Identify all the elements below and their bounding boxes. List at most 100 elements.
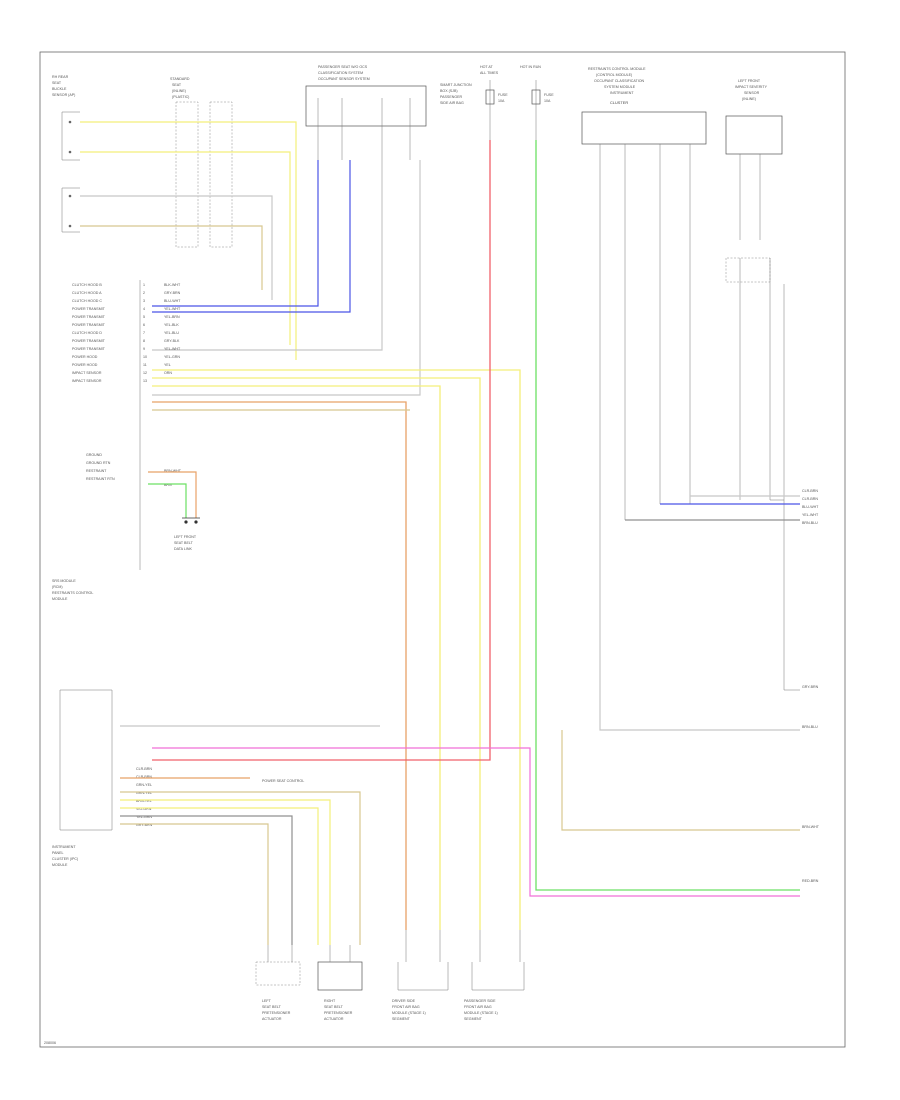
restraint-module-label-line: INSTRUMENT xyxy=(610,91,634,95)
sjb-label-line: PASSENGER xyxy=(440,95,463,99)
ground-caption-line: LEFT FRONT xyxy=(174,535,197,539)
seat-sensor-label-line: RH REAR xyxy=(52,75,69,79)
rcm-wire-label: YEL-WHT xyxy=(164,347,181,351)
seat-sensor-label: RH REAR SEAT BUCKLE SENSOR (AP) xyxy=(52,75,75,97)
rcm-harness-wires xyxy=(152,369,521,930)
rcm-caption-line: MODULE xyxy=(52,597,68,601)
inline-connector-label: STANDARD SEAT (INLINE) (PLASTIC) xyxy=(170,77,190,99)
footer-id: 208006 xyxy=(44,1041,56,1045)
driver-airbag-caption: SEGMENT xyxy=(392,1017,411,1021)
actuator-right-caption: ACTUATOR xyxy=(324,1017,344,1021)
occupant-module-pins xyxy=(317,98,411,160)
restraint-module-label: RESTRAINTS CONTROL MODULE (CONTROL MODUL… xyxy=(588,67,646,105)
ground-symbol xyxy=(182,517,200,524)
lower-pin-label: CLR-BRN xyxy=(136,775,152,779)
fuse-a: FUSE 10A xyxy=(485,80,508,140)
left-impact-sensor-box xyxy=(725,115,783,155)
restraint-module-label-line: CLUSTER xyxy=(610,100,628,105)
sjb-label-line: SMART JUNCTION xyxy=(440,83,472,87)
lower-module-caption-line: CLUSTER (IPC) xyxy=(52,857,78,861)
passenger-airbag-caption: FRONT AIR BAG xyxy=(464,1005,492,1009)
rcm-pin-label: POWER TRANSMIT xyxy=(72,339,106,343)
rcm-wire-label: ORN xyxy=(164,371,172,375)
passenger-airbag-caption: PASSENGER SIDE xyxy=(464,999,496,1003)
rcm-pin-label: POWER TRANSMIT xyxy=(72,315,106,319)
actuator-right: RIGHT SEAT BELT PRETENSIONER ACTUATOR xyxy=(317,961,363,1021)
rcm-wire-label: GRY-BRN xyxy=(164,291,181,295)
lower-pin-label: VIO-GRN xyxy=(136,807,152,811)
lower-module-outline xyxy=(59,689,113,831)
rcm-pin-label: POWER HOOD xyxy=(72,363,98,367)
rcm-caption: SRS MODULE (RCM) RESTRAINTS CONTROL MODU… xyxy=(52,579,93,601)
lower-module-caption-line: INSTRUMENT xyxy=(52,845,76,849)
actuator-left-caption: LEFT xyxy=(262,999,272,1003)
rcm-pin-number: 3 xyxy=(143,299,145,303)
actuator-left-caption: PRETENSIONER xyxy=(262,1011,291,1015)
lower-module-caption-line: PANEL xyxy=(52,851,64,855)
lower-note: POWER SEAT CONTROL xyxy=(262,779,304,783)
right-wire-labels: CLR-BRNCLR-BRNBLU-WHTYEL-WHTBRN-BLUGRY-B… xyxy=(802,489,820,883)
fuse-a-rating: 10A xyxy=(498,99,505,103)
rcm-wire-label: YEL-WHT xyxy=(164,307,181,311)
rcm-pin-label: POWER TRANSMIT xyxy=(72,307,106,311)
actuator-left-caption: ACTUATOR xyxy=(262,1017,282,1021)
inline-connector-label-line: (INLINE) xyxy=(172,89,186,93)
fuse-b: FUSE 10A xyxy=(531,80,554,140)
rcm-lower-pins: GROUND GROUND RTN RESTRAINT RESTRAINT RT… xyxy=(86,453,182,487)
right-wire-label: CLR-BRN xyxy=(802,489,818,493)
driver-airbag-module: DRIVER SIDE FRONT AIR BAG MODULE (STAGE … xyxy=(392,962,449,1021)
rcm-wire-label: BLU-WHT xyxy=(164,299,181,303)
rcm-lower-wire: BRN xyxy=(164,483,172,487)
rcm-pin-number: 11 xyxy=(143,363,147,367)
left-impact-sensor-label-line: (INLINE) xyxy=(742,97,756,101)
rcm-caption-line: SRS MODULE xyxy=(52,579,76,583)
fuse-b-label: FUSE xyxy=(544,93,554,97)
rcm-pin-label: IMPACT SENSOR xyxy=(72,371,102,375)
seat-sensor-wires xyxy=(80,121,297,360)
rcm-pin-label: CLUTCH HOOD B xyxy=(72,283,102,287)
seat-sensor-label-line: SENSOR (AP) xyxy=(52,93,75,97)
diagram-frame xyxy=(39,51,846,1048)
rcm-wire-label: YEL-BRN xyxy=(164,315,180,319)
rcm-lower-pin: GROUND RTN xyxy=(86,461,111,465)
rcm-caption-line: (RCM) xyxy=(52,585,63,589)
rcm-pin-number: 12 xyxy=(143,371,147,375)
right-wire-label: RED-BRN xyxy=(802,879,819,883)
rcm-pin-number: 8 xyxy=(143,339,145,343)
right-wire-label: GRY-BRN xyxy=(802,685,819,689)
occupant-module-box xyxy=(305,85,427,127)
fuse-block-label-line: HOT AT xyxy=(480,65,493,69)
right-wire-label: BRN-BLU xyxy=(802,725,818,729)
lower-pin-label: GRN-YEL xyxy=(136,783,152,787)
left-impact-sensor-label-line: IMPACT SEVERITY xyxy=(735,85,768,89)
occupant-module-label-line: OCCUPANT SENSOR SYSTEM xyxy=(318,77,370,81)
seat-sensor-label-line: SEAT xyxy=(52,81,62,85)
lower-pin-label: CLR-BRN xyxy=(136,767,152,771)
sjb-label: SMART JUNCTION BOX (SJB) PASSENGER SIDE … xyxy=(440,83,472,105)
rcm-pin-number: 9 xyxy=(143,347,145,351)
bottom-drops xyxy=(267,930,521,962)
rcm-pin-label: POWER TRANSMIT xyxy=(72,323,106,327)
lower-pin-labels: CLR-BRNCLR-BRNGRN-YELGRN-YELBRN-YELVIO-G… xyxy=(136,767,153,827)
inline-connector-box-b xyxy=(209,101,233,248)
rcm-lower-wire: BRN-WHT xyxy=(164,469,182,473)
actuator-left-caption: SEAT BELT xyxy=(262,1005,282,1009)
occupant-module-label: PASSENGER SEAT W/O OCS CLASSIFICATION SY… xyxy=(318,65,370,81)
left-impact-sensor-label-line: SENSOR xyxy=(744,91,760,95)
occupant-module-wires xyxy=(152,160,421,396)
inline-connector-box-a xyxy=(175,101,199,248)
right-wire-label: BRN-BLU xyxy=(802,521,818,525)
inline-connector-label-line: SEAT xyxy=(172,83,182,87)
rcm-pin-label: IMPACT SENSOR xyxy=(72,379,102,383)
fuse-block-label: HOT AT ALL TIMES HOT IN RUN xyxy=(480,65,541,75)
lower-module-caption-line: MODULE xyxy=(52,863,68,867)
fuse-block-label-line: HOT IN RUN xyxy=(520,65,541,69)
driver-airbag-caption: MODULE (STAGE 1) xyxy=(392,1011,426,1015)
rcm-lower-pin: RESTRAINT RTN xyxy=(86,477,115,481)
rcm-wire-label: YEL-BLK xyxy=(164,323,179,327)
right-wire-label: CLR-BRN xyxy=(802,497,818,501)
sjb-label-line: SIDE AIR BAG xyxy=(440,101,464,105)
rcm-wire-labels: BLK-WHTGRY-BRNBLU-WHTYEL-WHTYEL-BRNYEL-B… xyxy=(164,283,181,375)
